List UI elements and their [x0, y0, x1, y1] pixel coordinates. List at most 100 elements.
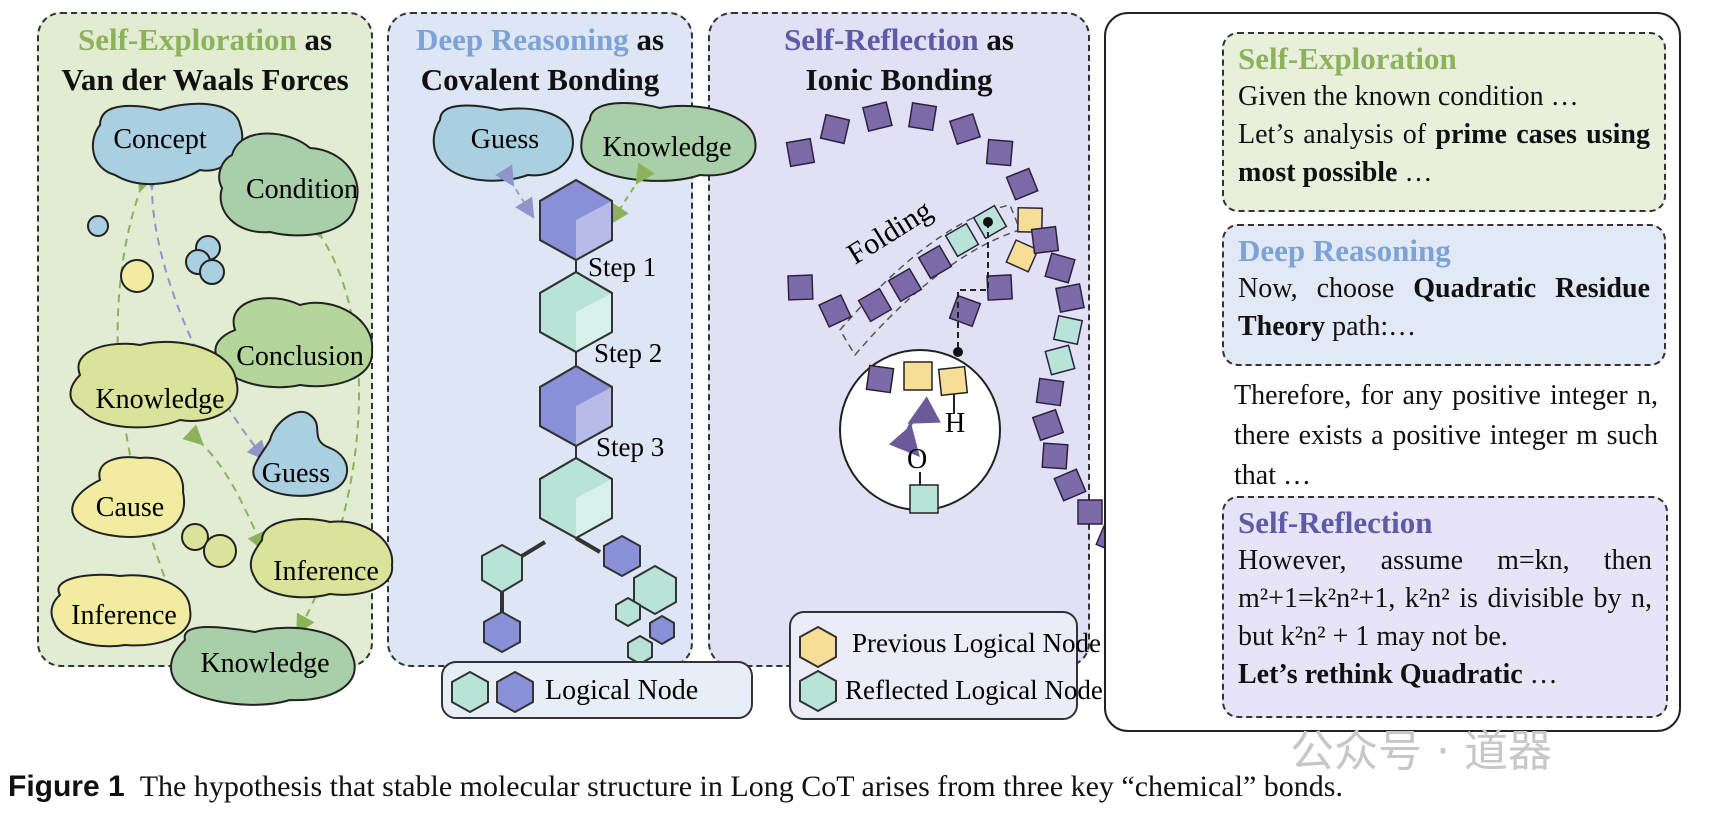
- guess-label-panel2: Guess: [471, 124, 539, 155]
- inference-label-1: Inference: [273, 556, 379, 587]
- chain-node: [1077, 499, 1103, 525]
- chain-node: [819, 113, 851, 145]
- inference-label-2: Inference: [71, 600, 177, 631]
- chain-node: [1005, 239, 1039, 273]
- conclusion-label: Conclusion: [236, 341, 364, 372]
- chain-node: [917, 244, 953, 280]
- small-bubble-cluster: [185, 235, 225, 285]
- zoom-connector: [957, 222, 989, 350]
- chain-node: [1017, 207, 1043, 233]
- knowledge-blob-2: Knowledge: [170, 626, 356, 706]
- chain-node: [986, 274, 1013, 301]
- knowledge-label-1: Knowledge: [95, 384, 224, 415]
- reflection-legend: Previous Logical Node Reflected Logical …: [789, 611, 1103, 720]
- chain-node: [818, 293, 852, 328]
- step-3-label: Step 3: [596, 432, 664, 462]
- cube-step3: [539, 364, 613, 448]
- exploration-text-box: Self-Exploration Given the known conditi…: [1222, 32, 1666, 212]
- chain-node: [785, 137, 816, 168]
- chain-node: [907, 102, 938, 132]
- cause-blob: Cause: [71, 456, 186, 538]
- cube-step1: [539, 178, 613, 262]
- conclusion-blob: Conclusion: [214, 297, 374, 389]
- chain-node: [1052, 314, 1084, 346]
- cube-step2: [539, 270, 613, 354]
- chain-node: [1041, 442, 1069, 470]
- chain-node: [944, 222, 980, 258]
- figure-label: Figure 1: [8, 770, 125, 803]
- exploration-text-line2: Let’s analysis of prime cases using most…: [1238, 119, 1650, 188]
- self-reflection-panel: Self-Reflection as Ionic Bonding: [708, 12, 1090, 667]
- chain-node: [857, 287, 893, 323]
- deep-reasoning-text-heading: Deep Reasoning: [1238, 233, 1451, 268]
- small-bubble-blue: [87, 215, 109, 237]
- ionic-bonding-title: Ionic Bonding: [805, 62, 993, 97]
- small-bubble-yellow: [120, 259, 154, 293]
- knowledge-blob-panel2: Knowledge: [580, 102, 757, 182]
- deep-reasoning-text-body: Now, choose Quadratic Residue Theory pat…: [1238, 273, 1651, 342]
- reflected-node-legend-label: Reflected Logical Node: [845, 675, 1103, 705]
- step-2-label: Step 2: [594, 338, 662, 368]
- guess-label-panel1: Guess: [262, 458, 330, 489]
- guess-blob-panel2: Guess: [432, 104, 574, 182]
- logical-node-legend: Logical Node: [441, 661, 753, 719]
- cause-label: Cause: [96, 492, 164, 523]
- figure-caption: Figure 1 The hypothesis that stable mole…: [8, 770, 1343, 804]
- condition-label: Condition: [246, 174, 358, 205]
- chain-node: [1053, 468, 1087, 502]
- inference-blob-2: Inference: [50, 573, 192, 648]
- deep-reasoning-text-box: Deep Reasoning Now, choose Quadratic Res…: [1222, 224, 1666, 366]
- chain-node: [1030, 225, 1060, 255]
- reflection-text-body: However, assume m=kn, then m²+1=k²n²+1, …: [1238, 545, 1652, 652]
- oxygen-label: O: [907, 444, 927, 475]
- chain-node: [1031, 408, 1065, 442]
- zoom-circle: [839, 349, 1001, 514]
- exploration-text-heading: Self-Exploration: [1238, 41, 1457, 76]
- exploration-text-line1: Given the known condition …: [1238, 81, 1579, 112]
- deep-reasoning-title-colored: Deep Reasoning: [415, 22, 629, 57]
- chain-node: [948, 113, 982, 146]
- reflection-text-heading: Self-Reflection: [1238, 505, 1433, 540]
- self-reflection-title-colored: Self-Reflection: [784, 22, 979, 57]
- chain-node: [1044, 344, 1076, 376]
- chain-node: [787, 274, 814, 301]
- chain-node: [1055, 283, 1085, 313]
- inference-blob-1: Inference: [249, 518, 394, 599]
- deep-links: [495, 162, 655, 225]
- mini-bubbles-mid: [181, 523, 237, 568]
- reflection-text-box: Self-Reflection However, assume m=kn, th…: [1222, 496, 1668, 718]
- step-1-label: Step 1: [588, 252, 656, 282]
- reflection-text-end: Let’s rethink Quadratic …: [1238, 659, 1558, 690]
- hydrogen-label: H: [945, 408, 965, 439]
- self-exploration-title-colored: Self-Exploration: [77, 22, 297, 57]
- deep-reasoning-title: Deep Reasoning as Covalent Bonding: [415, 22, 665, 97]
- self-reflection-title: Self-Reflection as Ionic Bonding: [784, 22, 1014, 97]
- knowledge-blob-1: Knowledge: [69, 341, 239, 429]
- condition-blob: Condition: [218, 132, 359, 237]
- knowledge-label-panel2: Knowledge: [602, 132, 731, 163]
- previous-node-legend-label: Previous Logical Node: [852, 628, 1101, 658]
- zoom-anchor-bottom: [953, 347, 963, 357]
- zoom-anchor-top: [983, 217, 993, 227]
- chain-node: [1005, 167, 1039, 201]
- chain-node: [1044, 252, 1076, 284]
- chain-node: [985, 138, 1014, 167]
- chain-node: [887, 267, 923, 303]
- watermark: 公众号 · 道器: [1290, 726, 1552, 777]
- figure-caption-text: The hypothesis that stable molecular str…: [139, 770, 1343, 803]
- knowledge-label-2: Knowledge: [200, 648, 329, 679]
- cube-bottom: [539, 456, 613, 540]
- concept-label: Concept: [113, 124, 207, 155]
- covalent-bonding-title: Covalent Bonding: [420, 62, 660, 97]
- chain-node: [861, 101, 893, 133]
- branch-cubes: [481, 534, 677, 666]
- logical-node-legend-label: Logical Node: [545, 675, 698, 706]
- concept-blob: Concept: [92, 102, 244, 186]
- conclusion-text: Therefore, for any positive integer n, t…: [1234, 380, 1658, 491]
- guess-blob-panel1: Guess: [252, 410, 348, 497]
- chain-node: [948, 294, 982, 328]
- self-exploration-title: Self-Exploration as Van der Waals Forces: [61, 22, 349, 97]
- van-der-waals-title: Van der Waals Forces: [61, 62, 349, 97]
- chain-node: [1035, 377, 1065, 407]
